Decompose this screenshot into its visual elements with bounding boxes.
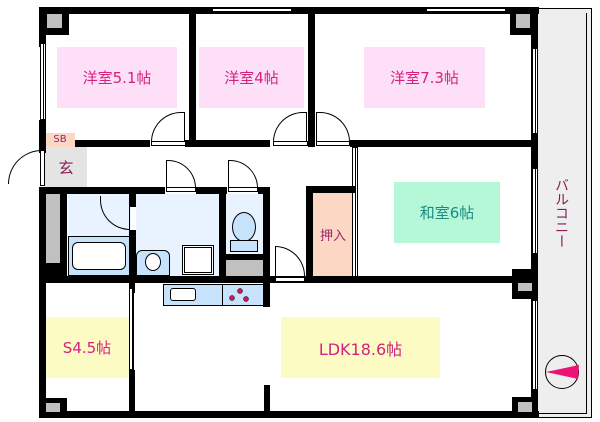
wall-wash-toilet <box>219 187 226 282</box>
door-room2-sill <box>273 141 308 146</box>
wall-ldk-divider-bottom <box>264 385 270 415</box>
door-toilet-sill <box>228 187 258 192</box>
door-room3-sill <box>316 141 350 146</box>
compass <box>545 355 579 389</box>
toilet-storage <box>225 260 263 278</box>
room-label-service-4-5: S4.5帖 <box>45 317 129 378</box>
door-ldk[interactable] <box>275 246 305 276</box>
wall-closet-left <box>306 186 313 281</box>
room-label-western-4: 洋室4帖 <box>199 47 304 108</box>
room-label-japanese-6: 和室6帖 <box>394 182 500 243</box>
entrance-area <box>45 147 87 187</box>
window-top-room-3[interactable] <box>426 8 506 13</box>
wall-bath-wash <box>129 194 136 207</box>
wall-toilet-bottom <box>225 254 265 260</box>
shoe-box <box>45 133 75 147</box>
pillar-bottom-left <box>39 398 67 418</box>
stove-burners-icon <box>229 288 249 302</box>
room-label-western-5-1: 洋室5.1帖 <box>57 47 177 108</box>
entrance-label: 玄 <box>58 158 74 177</box>
entrance-door[interactable] <box>8 150 42 184</box>
sliding-door-service[interactable] <box>129 288 134 370</box>
outer-wall-left-mid <box>39 120 46 153</box>
door-washroom[interactable] <box>166 160 196 188</box>
washing-machine-pan <box>182 245 214 275</box>
toilet-tank <box>230 240 258 252</box>
washbasin-bowl <box>145 253 161 271</box>
window-top-room-2[interactable] <box>212 8 292 13</box>
door-room2[interactable] <box>273 112 307 142</box>
balcony-label: バルコニー <box>553 178 569 248</box>
kitchen-sink <box>170 288 196 301</box>
wall-bath-wash-lower <box>129 230 136 280</box>
pillar-left-column <box>39 187 67 283</box>
pillar-top-left <box>39 7 69 35</box>
shoe-box-label: SB <box>53 134 67 145</box>
bathtub <box>72 242 126 270</box>
closet-label: 押入 <box>319 228 346 244</box>
wall-wet-bottom <box>39 276 270 283</box>
wall-row1-bottom-c <box>350 140 538 147</box>
pillar-mid-right <box>512 269 538 299</box>
wall-room1-room2 <box>189 7 196 147</box>
wall-row1-bottom-a <box>75 140 150 147</box>
door-washroom-sill <box>166 187 196 192</box>
door-room1-sill <box>151 141 186 146</box>
door-ldk-sill <box>275 277 305 282</box>
wall-wet-right <box>263 187 270 307</box>
fusuma-japanese[interactable] <box>352 147 358 277</box>
outer-wall-left-bottom <box>39 187 46 418</box>
wall-closet-top <box>306 186 356 193</box>
wall-service-right-bottom <box>129 370 135 418</box>
door-room1[interactable] <box>151 112 185 142</box>
door-room3[interactable] <box>316 112 350 142</box>
wall-row1-bottom-b <box>185 140 270 147</box>
pillar-top-right <box>510 7 538 35</box>
wall-wet-top-b <box>196 187 227 194</box>
outer-wall-bottom <box>39 411 539 418</box>
door-toilet[interactable] <box>228 160 258 188</box>
room-label-western-7-3: 洋室7.3帖 <box>364 47 485 108</box>
closet <box>312 192 354 276</box>
wall-room2-room3 <box>308 7 315 147</box>
window-right-ldk[interactable] <box>532 300 538 390</box>
entrance-door-sill <box>40 150 45 186</box>
pillar-bottom-right <box>512 397 538 418</box>
toilet-bowl <box>232 212 256 242</box>
balcony-inner-line <box>537 13 587 414</box>
window-right-japanese[interactable] <box>532 168 538 254</box>
wall-wet-top-a <box>39 187 165 194</box>
window-right-room-3[interactable] <box>532 48 538 134</box>
wall-japanese-bottom <box>270 276 538 283</box>
compass-arrow-icon <box>546 365 579 379</box>
room-label-ldk-18-6: LDK18.6帖 <box>281 317 440 378</box>
window-left-room-1[interactable] <box>40 43 46 120</box>
